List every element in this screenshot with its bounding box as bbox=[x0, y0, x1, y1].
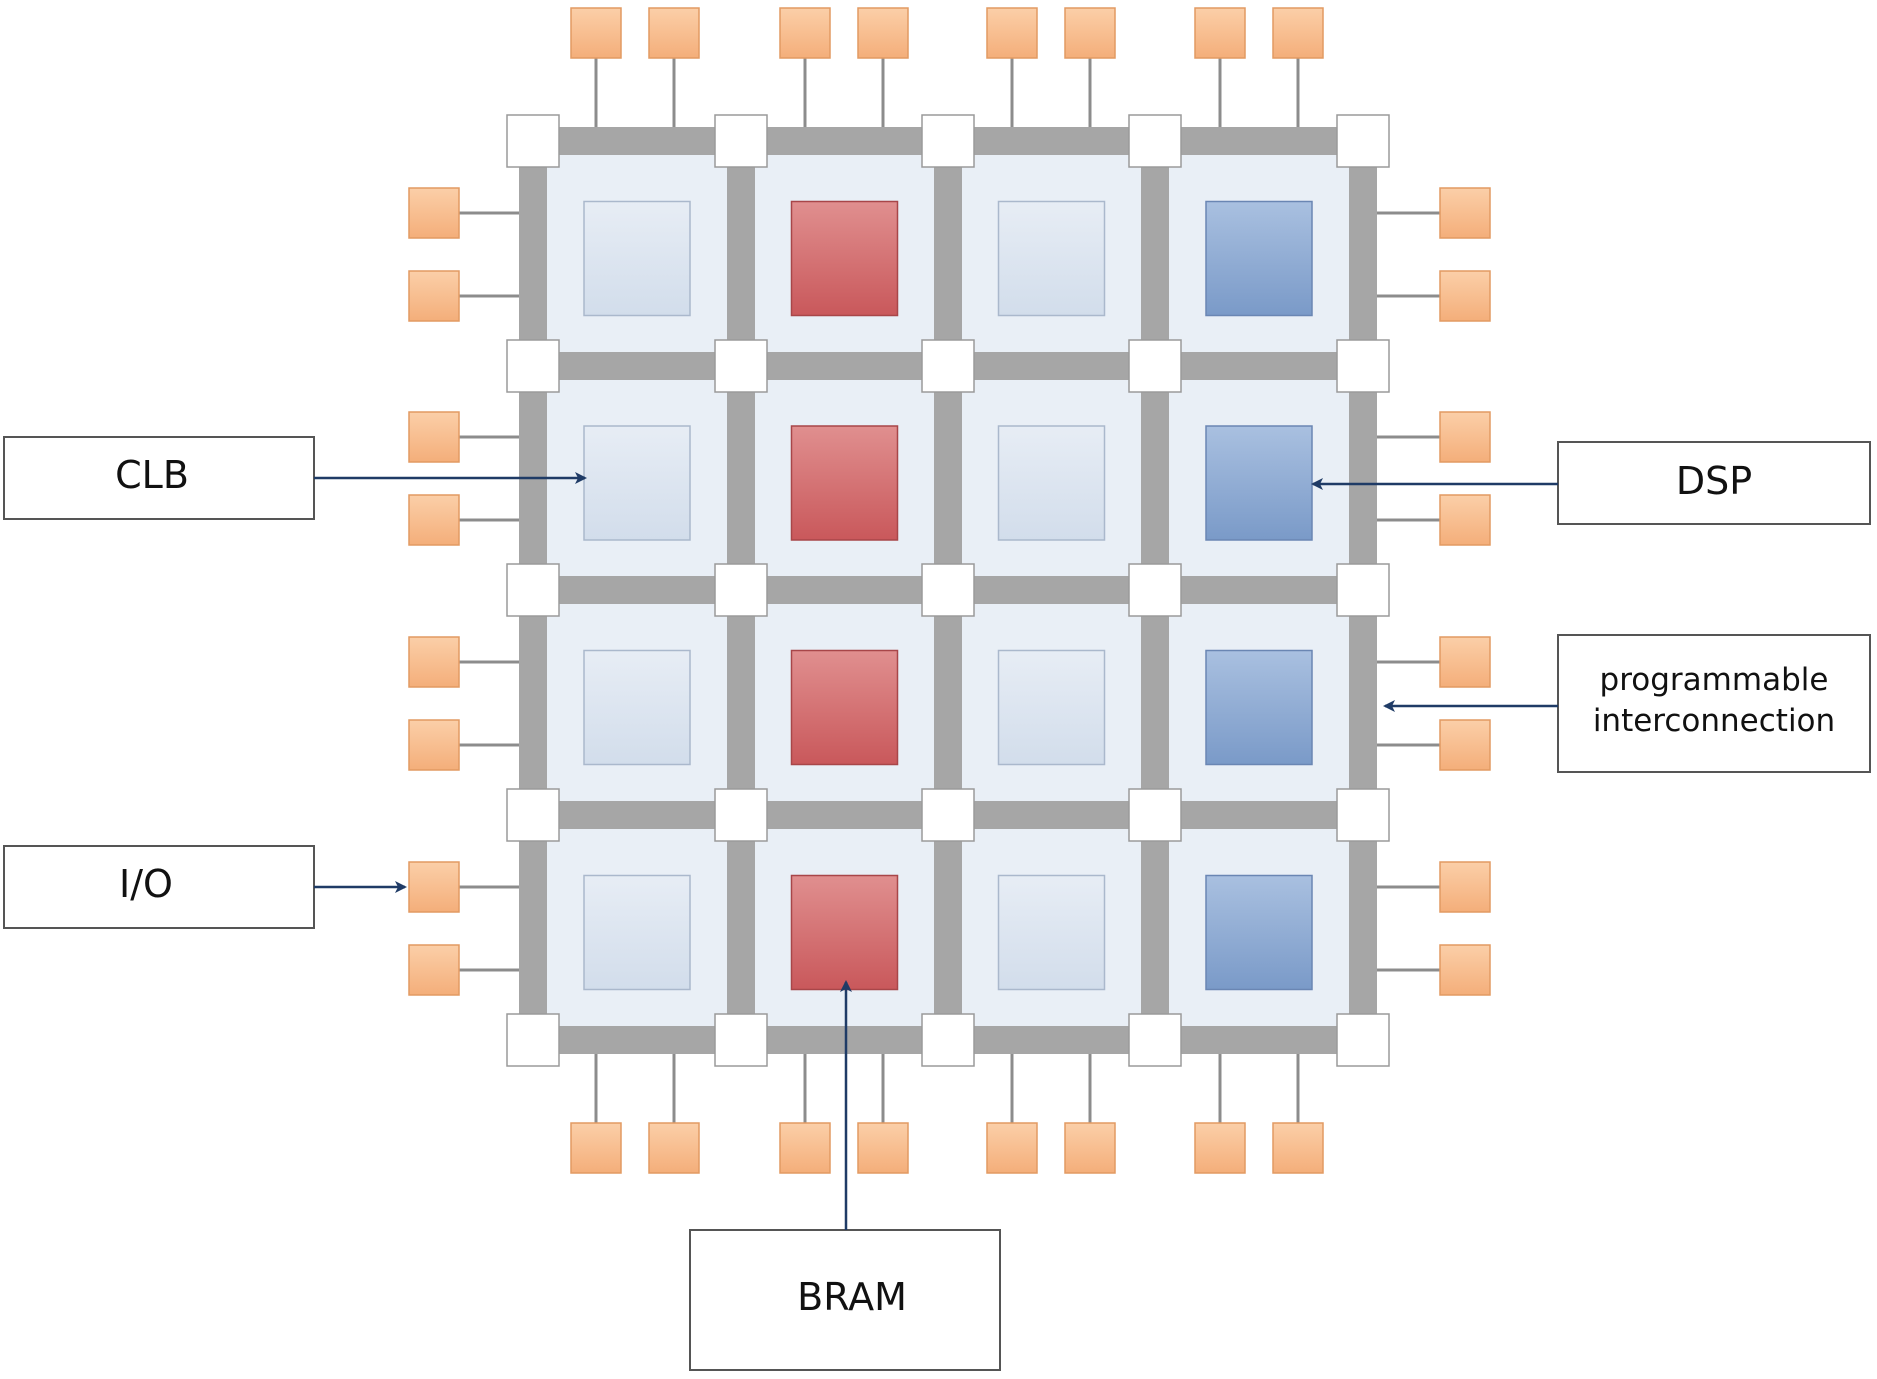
clb-block bbox=[997, 874, 1106, 991]
switch-box bbox=[1128, 1013, 1182, 1067]
switch-box bbox=[1128, 563, 1182, 617]
io-pad bbox=[1439, 719, 1491, 771]
dsp-block bbox=[1205, 425, 1313, 541]
io-pad bbox=[986, 1122, 1038, 1174]
logic-blocks bbox=[583, 200, 1313, 991]
switch-box bbox=[714, 563, 768, 617]
switch-box bbox=[921, 1013, 975, 1067]
io-label: I/O bbox=[119, 862, 173, 906]
switch-box bbox=[1336, 339, 1390, 393]
io-pad bbox=[1439, 944, 1491, 996]
clb-block bbox=[583, 425, 691, 541]
clb-block bbox=[583, 200, 691, 317]
dsp-block bbox=[1205, 874, 1313, 991]
bram-callout: BRAM bbox=[689, 980, 1001, 1371]
io-pad bbox=[408, 411, 460, 463]
switch-box bbox=[1336, 563, 1390, 617]
switch-box bbox=[1128, 788, 1182, 842]
switch-box bbox=[506, 563, 560, 617]
io-lead-lines bbox=[459, 58, 1440, 1123]
clb-block bbox=[997, 425, 1106, 541]
switch-box bbox=[1128, 339, 1182, 393]
clb-block bbox=[997, 649, 1106, 766]
io-pad bbox=[408, 636, 460, 688]
switch-box bbox=[506, 339, 560, 393]
io-pad bbox=[1194, 7, 1246, 59]
dsp-block bbox=[1205, 649, 1313, 766]
clb-label-box bbox=[3, 436, 315, 520]
io-pad bbox=[1439, 187, 1491, 239]
dsp-label-box bbox=[1557, 441, 1871, 525]
io-pad bbox=[648, 1122, 700, 1174]
io-pad bbox=[1439, 636, 1491, 688]
clb-label: CLB bbox=[115, 453, 189, 497]
switch-box bbox=[1336, 788, 1390, 842]
switch-box bbox=[714, 788, 768, 842]
io-pad bbox=[408, 494, 460, 546]
clb-callout: CLB bbox=[3, 436, 587, 520]
clb-block bbox=[583, 649, 691, 766]
bram-label: BRAM bbox=[797, 1275, 907, 1319]
switch-box bbox=[714, 339, 768, 393]
io-pad bbox=[408, 719, 460, 771]
bram-block bbox=[790, 874, 899, 991]
switch-box bbox=[1336, 1013, 1390, 1067]
tile-grid bbox=[533, 141, 1363, 1040]
io-pad bbox=[408, 187, 460, 239]
io-pad bbox=[857, 7, 909, 59]
io-callout: I/O bbox=[3, 845, 407, 929]
io-pad bbox=[1439, 411, 1491, 463]
dsp-label: DSP bbox=[1676, 459, 1752, 503]
interconnection-label-line1: programmable bbox=[1600, 662, 1829, 698]
io-pad bbox=[1272, 1122, 1324, 1174]
dsp-block bbox=[1205, 200, 1313, 317]
bram-block bbox=[790, 425, 899, 541]
io-pad bbox=[1439, 861, 1491, 913]
io-pad bbox=[648, 7, 700, 59]
io-pad bbox=[1064, 7, 1116, 59]
switch-boxes bbox=[506, 114, 1390, 1067]
io-pad bbox=[570, 1122, 622, 1174]
io-pad bbox=[1272, 7, 1324, 59]
io-pad bbox=[986, 7, 1038, 59]
io-pad bbox=[1439, 494, 1491, 546]
io-pad bbox=[408, 944, 460, 996]
switch-box bbox=[921, 114, 975, 168]
switch-box bbox=[921, 788, 975, 842]
switch-box bbox=[714, 114, 768, 168]
io-pad bbox=[408, 270, 460, 322]
bram-block bbox=[790, 200, 899, 317]
io-pad bbox=[570, 7, 622, 59]
dsp-callout: DSP bbox=[1311, 441, 1871, 525]
io-pad bbox=[408, 861, 460, 913]
interconnection-label-line2: interconnection bbox=[1593, 703, 1835, 739]
switch-box bbox=[506, 788, 560, 842]
interconnection-callout: programmable interconnection bbox=[1383, 634, 1871, 773]
switch-box bbox=[1336, 114, 1390, 168]
switch-box bbox=[506, 1013, 560, 1067]
interconnection-label-box bbox=[1557, 634, 1871, 773]
bram-label-box bbox=[689, 1229, 1001, 1371]
switch-box bbox=[1128, 114, 1182, 168]
io-pad bbox=[779, 1122, 831, 1174]
switch-box bbox=[921, 339, 975, 393]
switch-box bbox=[921, 563, 975, 617]
io-pad bbox=[1064, 1122, 1116, 1174]
clb-block bbox=[997, 200, 1106, 317]
io-pads bbox=[408, 7, 1491, 1174]
io-pad bbox=[1194, 1122, 1246, 1174]
io-pad bbox=[1439, 270, 1491, 322]
switch-box bbox=[714, 1013, 768, 1067]
clb-block bbox=[583, 874, 691, 991]
io-pad bbox=[779, 7, 831, 59]
switch-box bbox=[506, 114, 560, 168]
io-pad bbox=[857, 1122, 909, 1174]
bram-block bbox=[790, 649, 899, 766]
